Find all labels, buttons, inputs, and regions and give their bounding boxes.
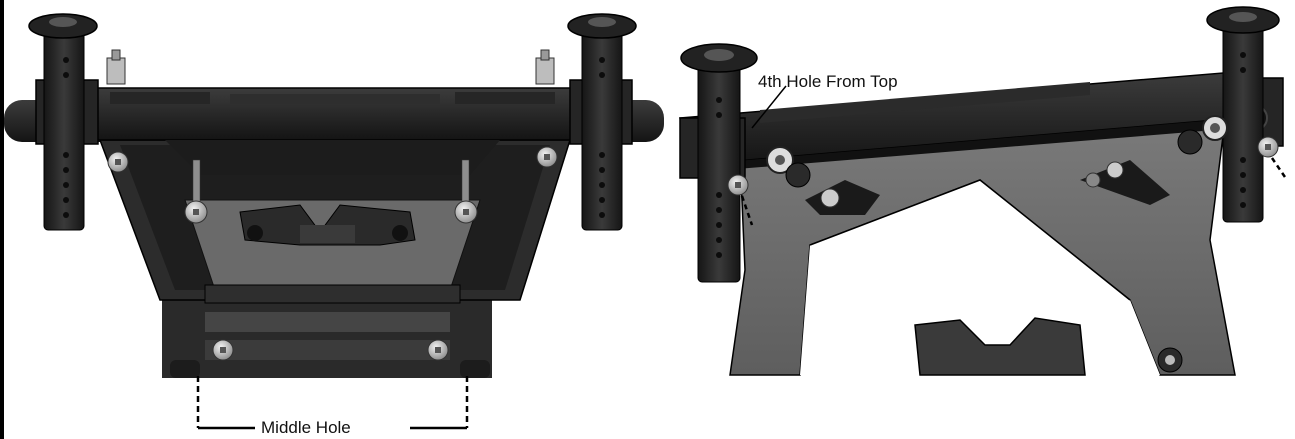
bolt-icon	[766, 146, 794, 174]
middle-hole-label: Middle Hole	[258, 418, 354, 438]
screw-icon	[1257, 136, 1279, 158]
screw-icon	[727, 174, 749, 196]
screw-icon	[212, 339, 234, 361]
screw-icon	[427, 339, 449, 361]
fourth-hole-label: 4th Hole From Top	[758, 72, 898, 91]
post-icon	[680, 43, 758, 283]
post-icon	[567, 13, 637, 231]
bolt-icon	[106, 49, 126, 85]
fourth-hole-leader	[751, 85, 787, 129]
middle-hole-dimension	[196, 376, 469, 430]
screw-icon	[454, 200, 478, 224]
right-bottom-mount	[914, 317, 1086, 376]
left-lower-chassis	[162, 300, 492, 378]
page-border	[0, 0, 4, 439]
screw-icon	[184, 200, 208, 224]
guide-line	[1270, 157, 1289, 181]
screw-icon	[107, 151, 129, 173]
bolt-icon	[535, 49, 555, 85]
bolt-icon	[1202, 115, 1228, 141]
screw-icon	[536, 146, 558, 168]
left-panel	[4, 13, 664, 430]
right-panel	[679, 6, 1289, 376]
post-icon	[28, 13, 98, 231]
